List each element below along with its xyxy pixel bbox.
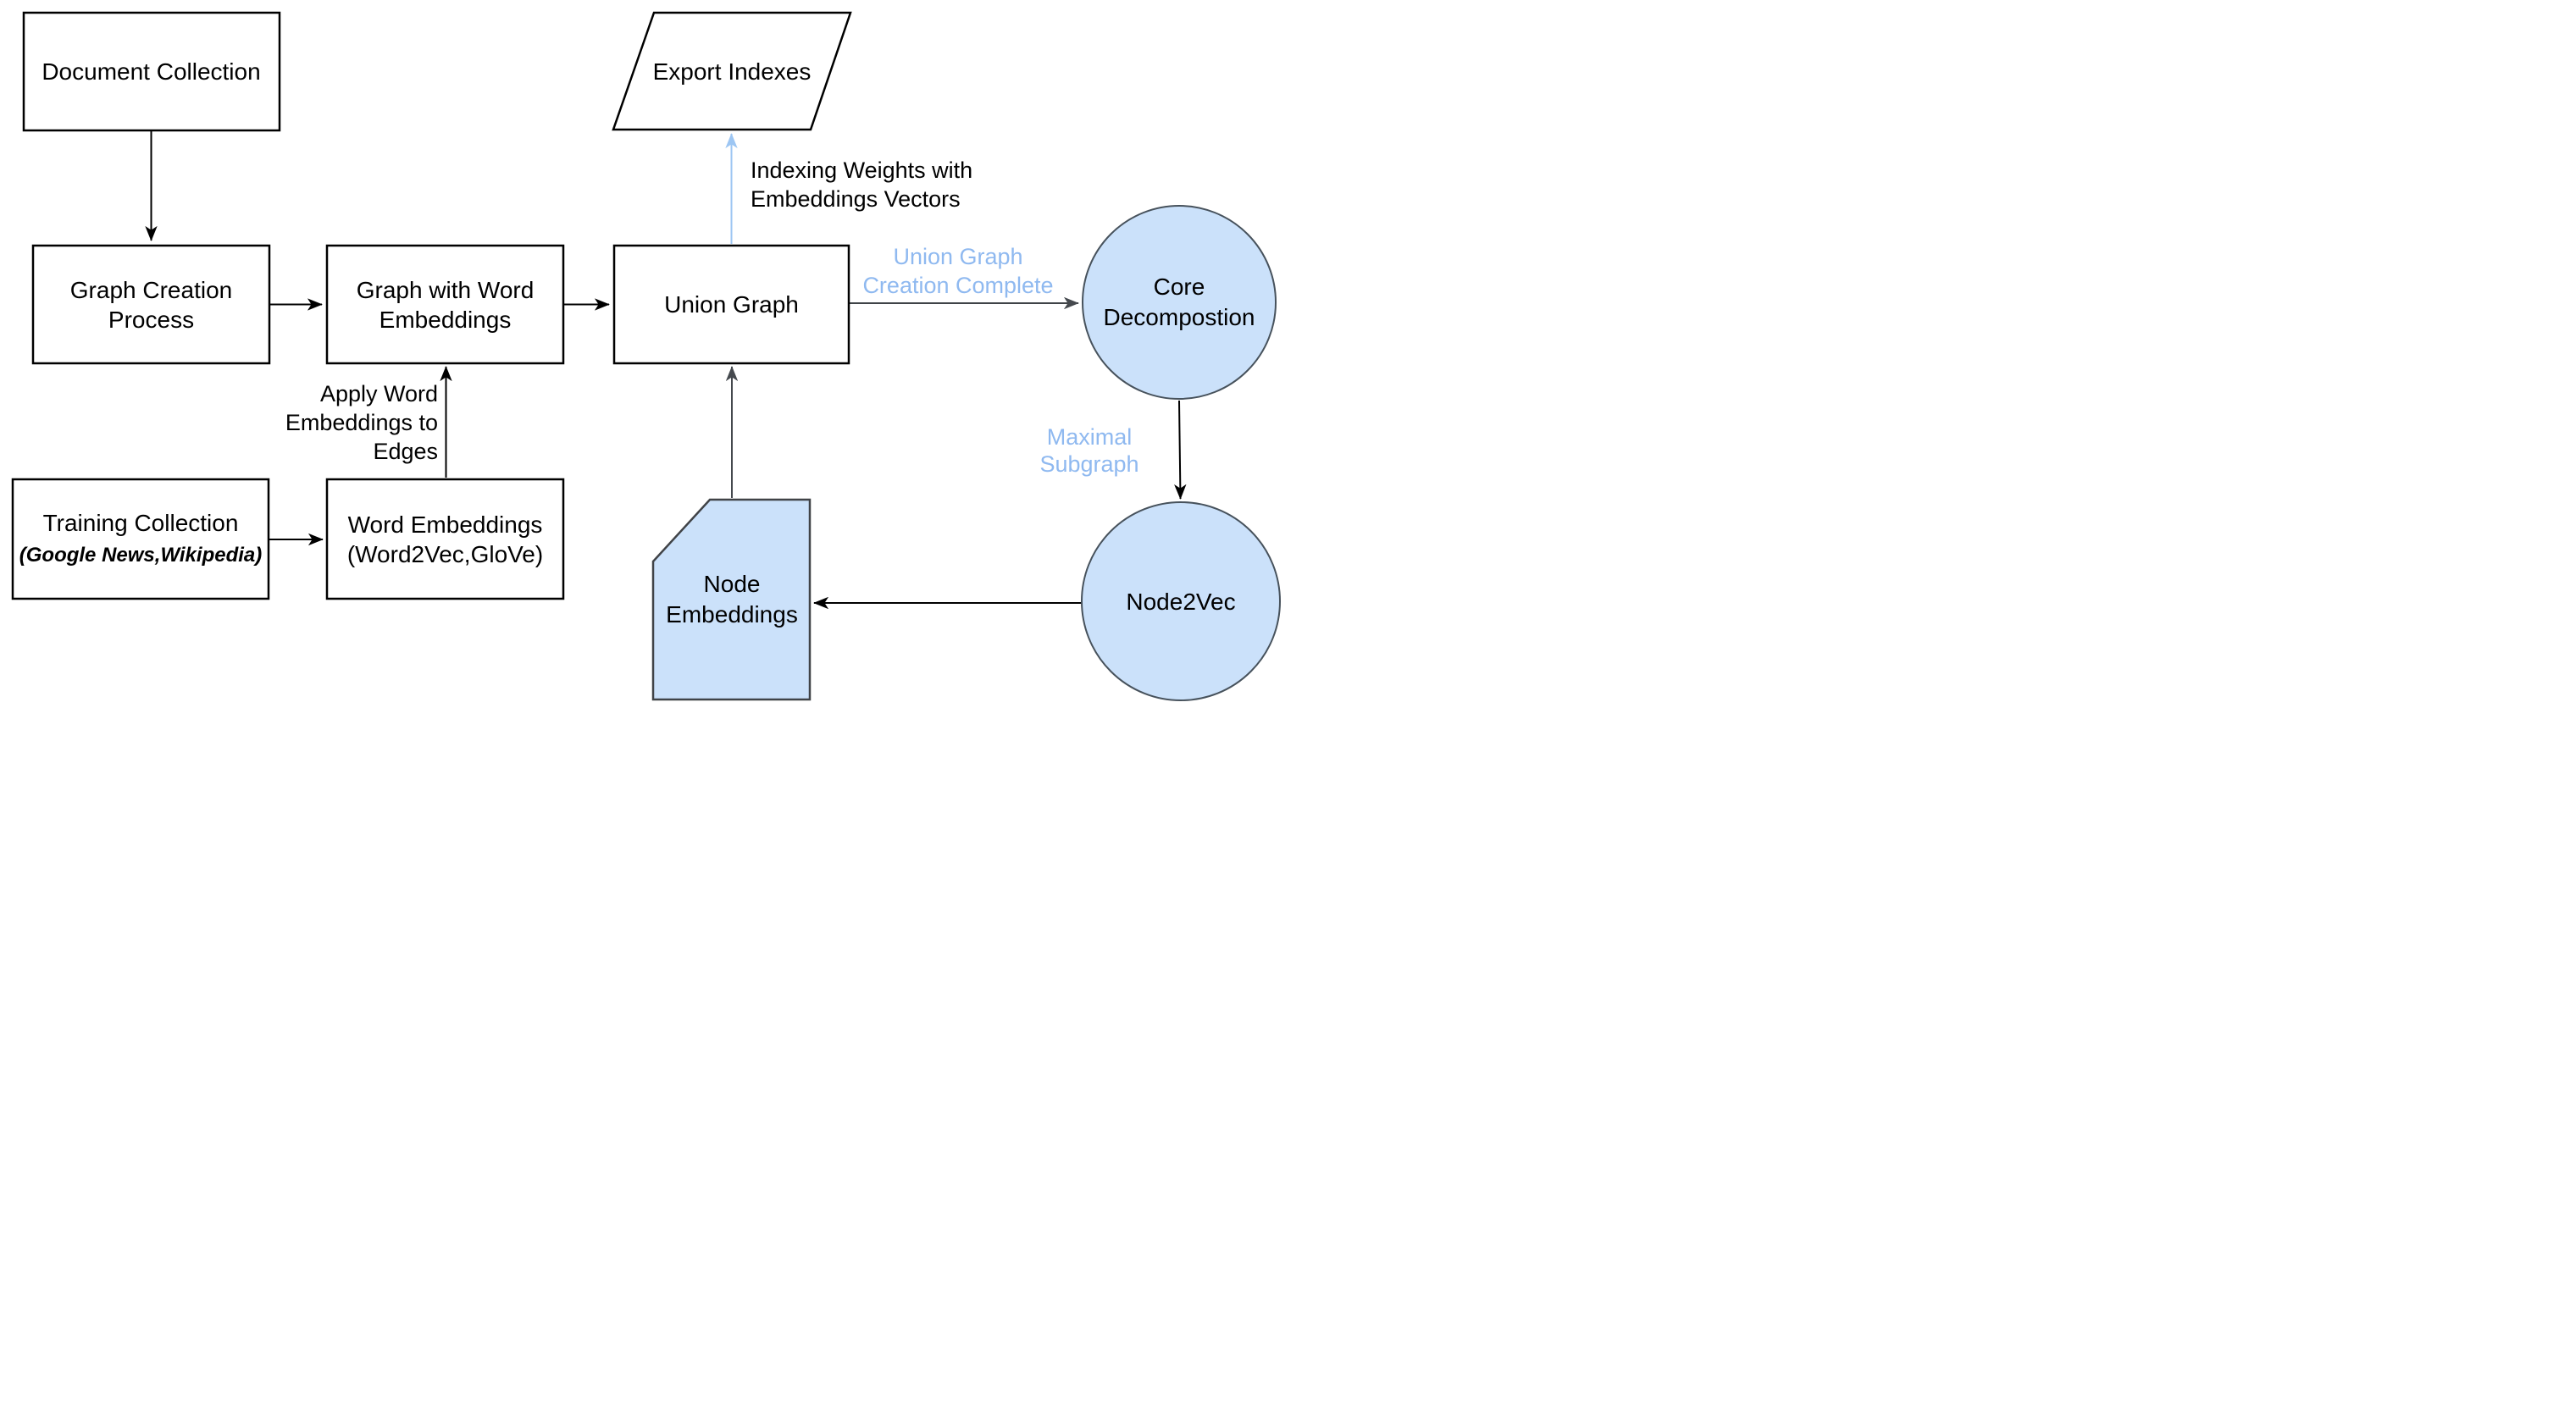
label-text: Export Indexes <box>652 58 812 85</box>
diagram-shapes-layer <box>11 11 1281 701</box>
edge-label-text: Subgraph <box>1039 451 1139 477</box>
node-document-collection <box>22 11 281 132</box>
edge-label-text: Edges <box>373 439 438 464</box>
label-node2vec: Node2Vec <box>1082 502 1280 700</box>
label-text: Decompostion <box>1103 304 1255 330</box>
label-text: Word Embeddings <box>347 511 543 538</box>
node-node-embeddings <box>651 498 812 701</box>
label-text: Node <box>703 571 761 597</box>
edge-core-decomposition-to-node2vec <box>1174 400 1187 500</box>
node-core-decomposition <box>1082 205 1277 400</box>
edge-label-text: Apply Word <box>319 381 438 406</box>
label-training-collection: Training Collection (Google News,Wikiped… <box>13 479 269 599</box>
label-graph-creation-process: Graph Creation Process <box>33 246 269 363</box>
label-text: Document Collection <box>42 58 261 85</box>
label-word-embeddings: Word Embeddings (Word2Vec,GloVe) <box>327 479 563 599</box>
label-text: Embeddings <box>666 601 798 628</box>
label-text: Training Collection <box>42 509 239 536</box>
edge-label-maximal-subgraph: Maximal Subgraph <box>1026 423 1153 478</box>
label-text: (Word2Vec,GloVe) <box>346 540 544 567</box>
label-graph-with-word-embeddings: Graph with Word Embeddings <box>327 246 563 363</box>
label-text: Node2Vec <box>1126 588 1236 615</box>
node-union-graph <box>612 244 850 365</box>
edge-label-text: Maximal <box>1046 424 1133 450</box>
edge-label-text: Indexing Weights with <box>751 158 973 183</box>
diagram-canvas: Document Collection Graph Creation Proce… <box>0 0 1288 705</box>
edge-label-apply-word-embeddings: Apply Word Embeddings to Edges <box>269 379 438 466</box>
edge-label-indexing-weights: Indexing Weights with Embeddings Vectors <box>751 156 972 213</box>
node-word-embeddings <box>325 478 565 600</box>
node-graph-with-word-embeddings <box>325 244 565 365</box>
node-node2vec <box>1081 501 1281 701</box>
label-union-graph: Union Graph <box>614 246 849 363</box>
node-graph-creation-process <box>31 244 271 365</box>
label-subtext: (Google News,Wikipedia) <box>19 543 263 567</box>
edge-label-text: Embeddings to <box>285 410 438 435</box>
edge-label-text: Embeddings Vectors <box>751 186 961 212</box>
label-text: Graph with Word <box>356 276 535 303</box>
label-document-collection: Document Collection <box>23 13 280 130</box>
node-export-indexes <box>612 11 852 131</box>
label-text: Embeddings <box>379 306 512 333</box>
label-core-decomposition: Core Decompostion <box>1083 206 1276 399</box>
label-text: Union Graph <box>664 291 799 318</box>
label-text: Core <box>1153 274 1205 300</box>
label-export-indexes: Export Indexes <box>613 13 850 130</box>
edge-label-text: Union Graph <box>893 244 1023 269</box>
edge-label-text: Creation Complete <box>862 273 1054 298</box>
label-text: Process <box>108 306 195 333</box>
edge-label-union-graph-creation-complete: Union Graph Creation Complete <box>852 242 1064 300</box>
label-node-embeddings: Node Embeddings <box>653 500 811 699</box>
label-text: Graph Creation <box>69 276 233 303</box>
node-training-collection <box>11 478 270 600</box>
